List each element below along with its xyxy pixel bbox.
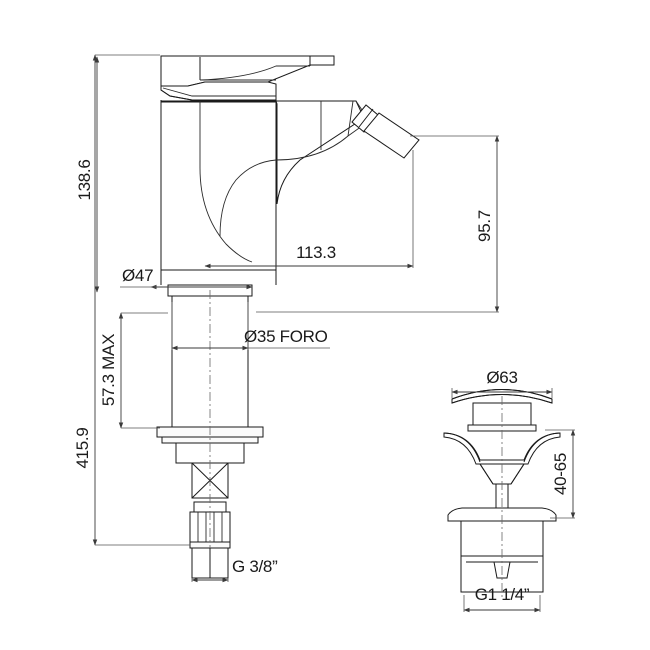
dimension-label-spout-reach: 113.3 xyxy=(296,243,336,262)
dimension-label-base-diameter: Ø47 xyxy=(122,266,153,285)
faucet-inlet-hex-nut xyxy=(191,547,229,579)
dimension-label-waste-adjust-range: 40-65 xyxy=(551,453,570,495)
dimension-spout-height: 95.7 xyxy=(256,135,500,313)
dimension-waste-cap-diameter: Ø63 xyxy=(451,368,553,398)
dimension-label-height-overall: 415.9 xyxy=(73,427,92,468)
faucet-body-column xyxy=(160,100,345,285)
dimension-label-height-total-spout: 138.6 xyxy=(75,159,94,200)
dimension-waste-thread: G1 1/4” xyxy=(463,585,541,613)
dimension-label-hole-diameter: Ø35 FORO xyxy=(244,327,328,346)
faucet-spout-arm xyxy=(199,100,367,263)
dimension-label-spout-height: 95.7 xyxy=(475,210,494,242)
dimension-label-waste-cap-diameter: Ø63 xyxy=(486,368,517,387)
waste-strainer-bowl xyxy=(443,432,561,465)
faucet-assembly-geometry xyxy=(156,55,420,579)
dimension-label-waste-thread: G1 1/4” xyxy=(475,585,530,604)
dimension-inlet-thread: G 3/8” xyxy=(191,557,278,583)
faucet-handle-base xyxy=(160,81,277,101)
waste-drain-geometry xyxy=(443,389,561,600)
dimension-label-inlet-thread: G 3/8” xyxy=(232,557,278,576)
faucet-aerator-head xyxy=(351,104,420,159)
dimension-spout-reach: 113.3 xyxy=(204,150,414,269)
dimension-label-max-thickness: 57.3 MAX xyxy=(99,334,118,406)
dimension-height-total-spout: 138.6 xyxy=(75,56,100,293)
dimension-waste-adjust-range: 40-65 xyxy=(545,429,576,519)
dimension-max-thickness: 57.3 MAX xyxy=(99,312,168,429)
dimension-base-diameter: Ø47 xyxy=(120,266,253,290)
dimension-hole-diameter: Ø35 FORO xyxy=(171,302,330,351)
